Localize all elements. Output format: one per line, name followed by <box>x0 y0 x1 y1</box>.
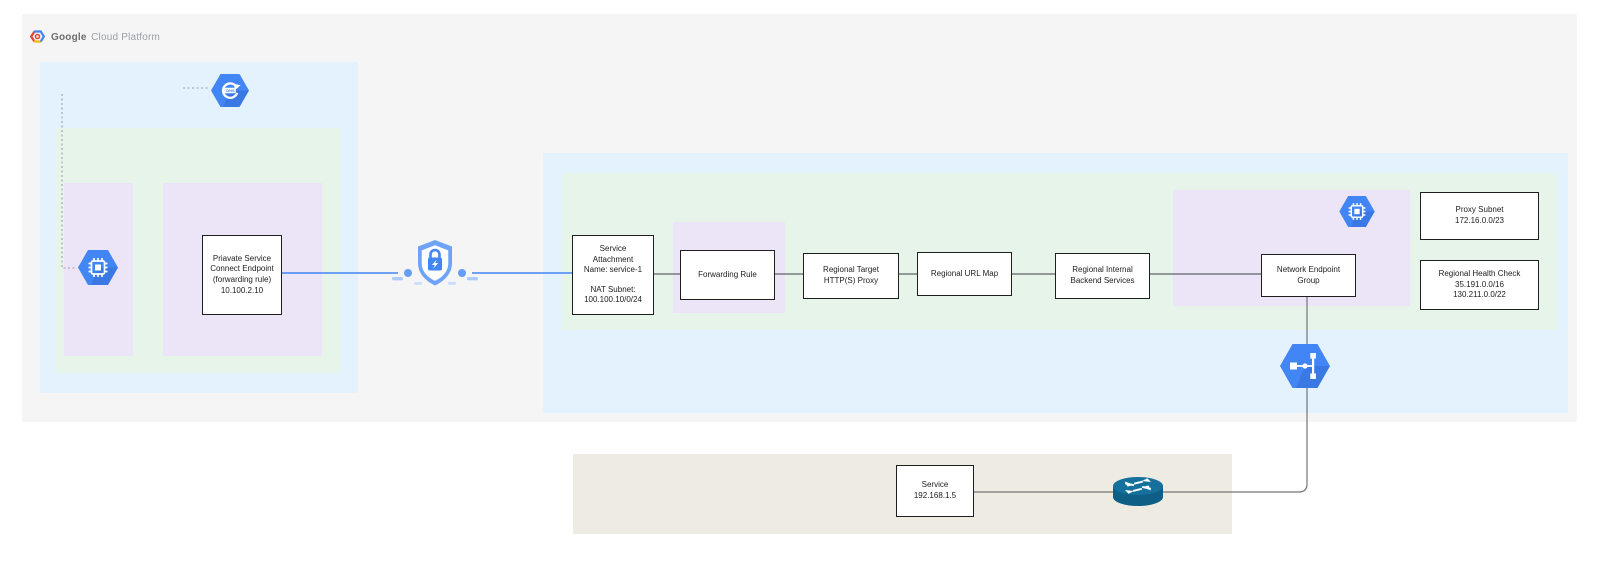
service-attachment-box: Service Attachment Name: service-1 NAT S… <box>572 235 654 315</box>
on-premise-service-box: Service 192.168.1.5 <box>896 465 974 517</box>
proxy-subnet-box: Proxy Subnet 172.16.0.0/23 <box>1420 192 1539 240</box>
cloud-vpn-icon <box>1280 344 1330 393</box>
svg-text:DNS: DNS <box>226 88 235 93</box>
network-endpoint-group-box: Network Endpoint Group <box>1261 254 1356 297</box>
on-premise-router-icon <box>1111 473 1165 514</box>
vm-dotted-connector <box>61 94 76 269</box>
private-service-connect-icon <box>375 238 495 301</box>
test-box-vm-icon <box>1339 196 1375 232</box>
psc-endpoint-box: Priavate Service Connect Endpoint (forwa… <box>202 235 282 315</box>
consumer-vm-icon <box>78 250 118 290</box>
google-cloud-platform-logo: Google Cloud Platform <box>30 27 160 45</box>
forwarding-rule-box: Forwarding Rule <box>680 250 775 300</box>
regional-url-map-box: Regional URL Map <box>917 252 1012 296</box>
regional-backend-services-box: Regional Internal Backend Services <box>1055 253 1150 299</box>
logo-brand-text: Google <box>51 32 87 43</box>
regional-health-check-box: Regional Health Check 35.191.0.0/16 130.… <box>1420 260 1539 310</box>
cloud-dns-icon: DNS <box>211 74 249 112</box>
gcp-logo-icon <box>30 29 45 43</box>
logo-product-text: Cloud Platform <box>91 32 161 43</box>
regional-target-proxy-box: Regional Target HTTP(S) Proxy <box>803 253 899 299</box>
vpn-to-onprem-connector <box>972 388 1308 493</box>
